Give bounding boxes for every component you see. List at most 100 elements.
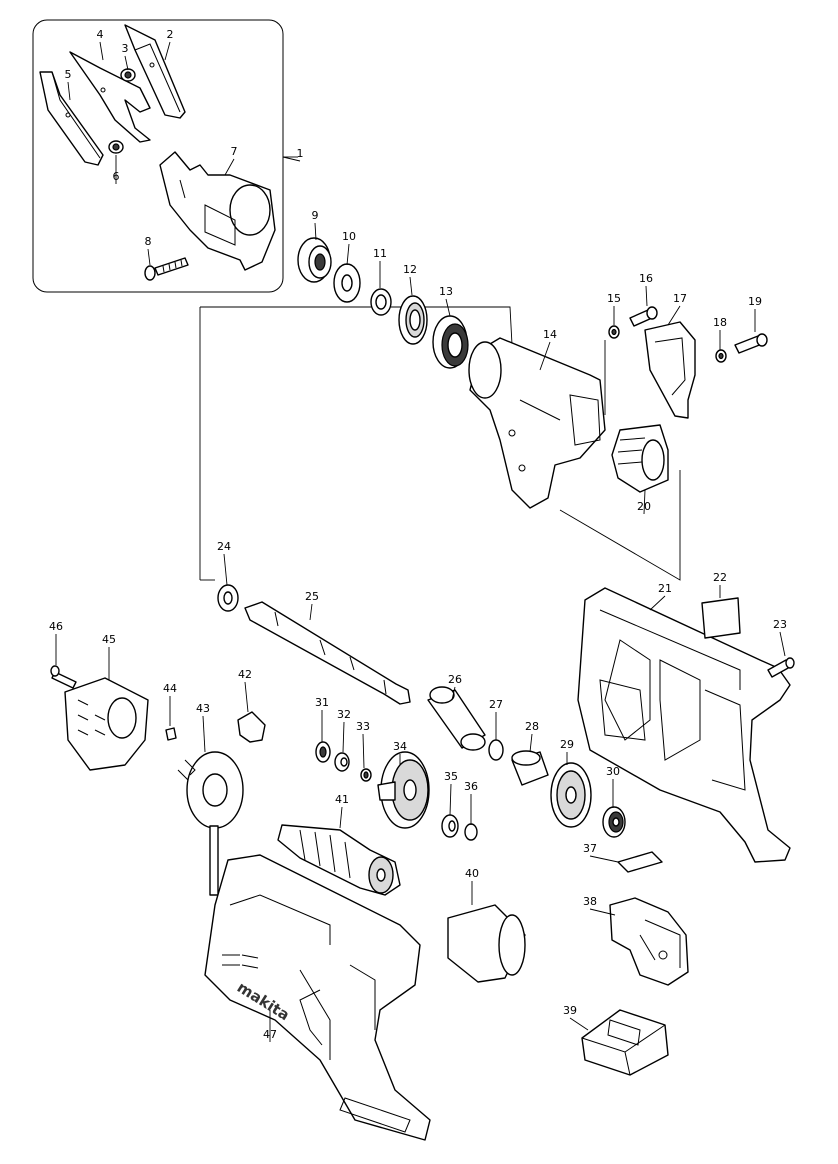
part-9-bearing [297,237,332,283]
part-36-ring [464,823,478,841]
leader-line-10 [346,243,350,266]
callout-number-20: 20 [637,500,651,513]
part-46-screw [50,665,77,689]
leader-line-28 [529,733,533,753]
part-26-sleeve [427,686,486,751]
callout-number-26: 26 [448,673,462,686]
leader-line-26 [451,686,456,701]
callout-number-3: 3 [122,42,129,55]
part-27-o-ring [488,739,504,761]
callout-number-15: 15 [607,292,621,305]
leader-line-37 [589,855,619,863]
part-8-screw [144,257,189,281]
part-32-collar [334,752,350,772]
callout-number-36: 36 [464,780,478,793]
part-40-fan-sleeve [447,904,526,983]
callout-number-19: 19 [748,295,762,308]
part-23-screw [767,657,795,678]
part-38-switch [609,897,689,986]
part-24-washer [217,584,239,612]
part-19-screw [734,333,768,354]
callout-number-47: 47 [263,1028,277,1041]
assembly-group-1 [32,19,298,293]
callout-number-24: 24 [217,540,231,553]
part-15-washer [608,325,620,339]
callout-number-31: 31 [315,696,329,709]
callout-number-43: 43 [196,702,210,715]
callout-number-44: 44 [163,682,177,695]
leader-line-5 [67,81,71,101]
part-39-controller [581,1009,669,1076]
part-17-cover [644,321,696,419]
part-22-label [701,597,741,639]
callout-number-38: 38 [583,895,597,908]
leader-line-14 [539,341,551,371]
callout-number-41: 41 [335,793,349,806]
part-4-blade [69,51,151,143]
leader-line-33 [362,733,365,769]
leader-line-35 [449,783,452,816]
callout-number-7: 7 [231,145,238,158]
callout-number-13: 13 [439,285,453,298]
part-34-gear [377,751,430,829]
callout-number-12: 12 [403,263,417,276]
part-28-sleeve [511,750,549,786]
leader-line-12 [409,276,413,296]
leader-line-13 [445,298,451,317]
leader-line-16 [645,285,648,307]
leader-line-24 [223,553,228,586]
callout-number-30: 30 [606,765,620,778]
leader-line-7 [224,158,235,176]
callout-number-22: 22 [713,571,727,584]
part-14-gear-housing [468,337,606,509]
leader-line-23 [779,631,786,657]
leader-line-2 [164,41,171,61]
callout-number-11: 11 [373,247,387,260]
part-45-fan-cover [64,677,149,771]
leader-line-20 [643,489,646,515]
part-20-ring-cover [611,424,669,493]
leader-line-9 [314,222,317,241]
callout-leaders [55,41,786,1042]
leader-line-8 [147,248,151,266]
part-25-spindle [244,601,411,705]
callout-number-34: 34 [393,740,407,753]
callout-number-40: 40 [465,867,479,880]
leader-line-21 [649,595,666,611]
part-47-housing-set: makita [204,854,431,1141]
part-13-bearing [432,315,469,369]
part-43-sensor-board [177,751,244,896]
part-7-housing [159,151,276,271]
callout-number-21: 21 [658,582,672,595]
part-42-holder [237,711,266,743]
callout-number-33: 33 [356,720,370,733]
callout-number-14: 14 [543,328,557,341]
part-29-spur-gear [550,762,592,828]
callout-number-2: 2 [167,28,174,41]
part-37-lever [617,851,663,873]
callout-number-5: 5 [65,68,72,81]
callout-number-29: 29 [560,738,574,751]
part-30-bearing [602,806,626,838]
part-6-collar [108,140,124,154]
callout-number-37: 37 [583,842,597,855]
callout-number-18: 18 [713,316,727,329]
leader-line-41 [339,806,343,829]
callout-number-25: 25 [305,590,319,603]
leader-line-25 [309,603,313,621]
callout-number-10: 10 [342,230,356,243]
callout-number-1: 1 [297,147,304,160]
part-44-pin [165,727,177,741]
callout-number-8: 8 [145,235,152,248]
callout-number-16: 16 [639,272,653,285]
leader-line-38 [589,908,616,916]
callout-number-42: 42 [238,668,252,681]
callout-number-17: 17 [673,292,687,305]
part-3-collar [120,68,136,82]
callout-number-45: 45 [102,633,116,646]
part-2-blade [124,24,186,119]
part-35-collar [441,814,459,838]
leader-line-39 [569,1017,589,1031]
callout-number-4: 4 [97,28,104,41]
